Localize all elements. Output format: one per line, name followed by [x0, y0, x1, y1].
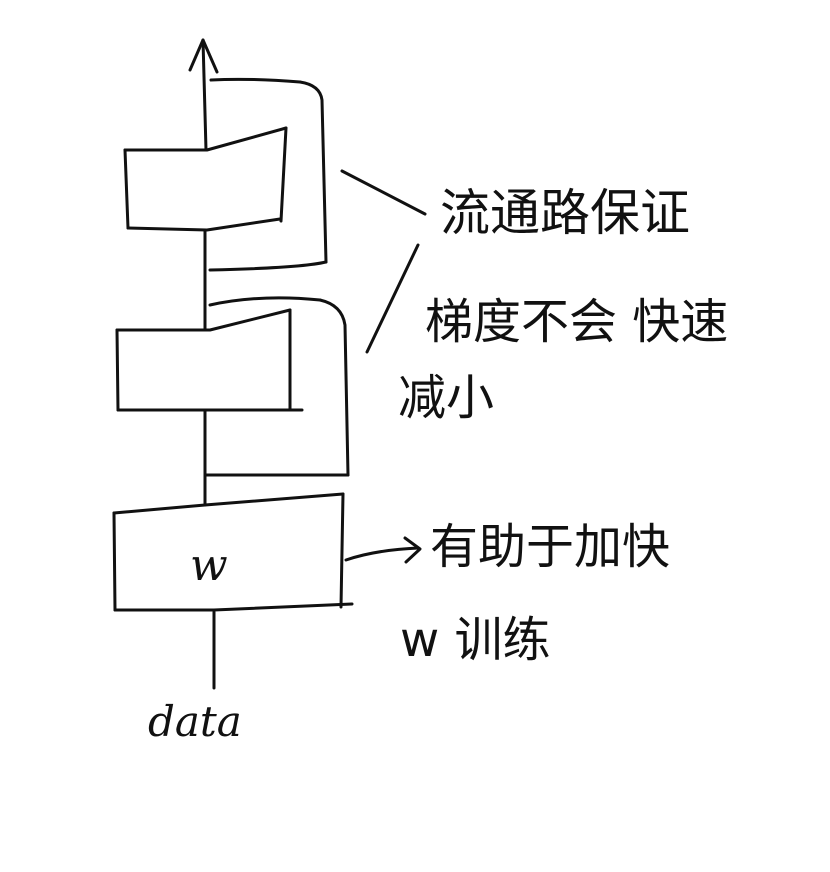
annotation-top-line-1: 流通路保证: [440, 184, 690, 242]
middle-skip-connection: [204, 296, 350, 477]
input-label: data: [148, 697, 242, 746]
weight-layer-block: w: [112, 492, 354, 612]
annotation-bottom-line-1: 有助于加快: [430, 519, 670, 575]
upper-layer-block: [123, 126, 288, 232]
main-stream-line: [203, 228, 216, 690]
top-annotation-pointer: [340, 169, 427, 354]
output-arrow: [188, 38, 219, 152]
upper-skip-connection: [208, 77, 328, 272]
block-label-w: w: [190, 540, 228, 591]
bottom-annotation-arrow: [344, 536, 422, 564]
annotation-bottom-line-2: w 训练: [400, 612, 551, 668]
annotation-top-line-2: 梯度不会 快速: [425, 294, 728, 350]
annotation-top-line-3: 减小: [398, 370, 494, 426]
middle-layer-block: [115, 308, 304, 412]
